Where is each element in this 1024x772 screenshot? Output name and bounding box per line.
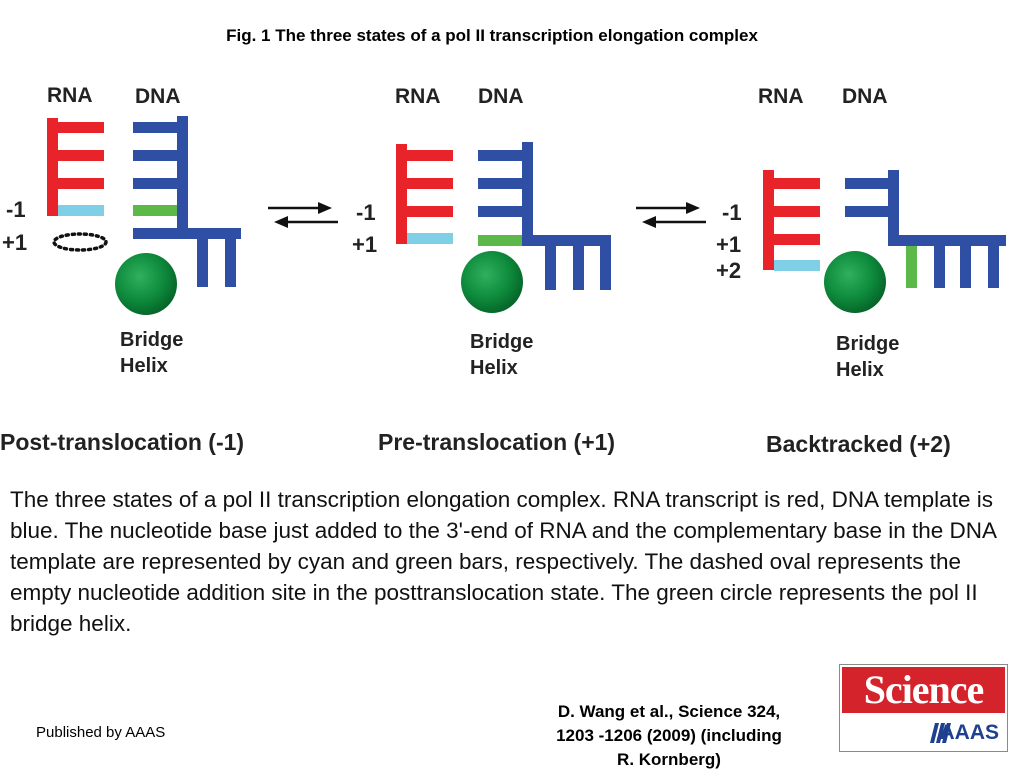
position-label: -1	[722, 200, 742, 225]
dna-strand	[133, 116, 241, 287]
citation-line: R. Kornberg)	[617, 750, 721, 769]
position-label: +1	[352, 232, 377, 257]
science-wordmark: Science	[842, 667, 1005, 713]
citation-line: 1203 -1206 (2009) (including	[556, 726, 782, 745]
figure-caption: The three states of a pol II transcripti…	[10, 487, 996, 636]
state-title-pre: Pre-translocation (+1)	[378, 429, 615, 455]
aaas-wordmark: AAAS	[939, 721, 999, 744]
rna-label: RNA	[395, 85, 441, 108]
dna-strand	[845, 170, 1006, 288]
dna-label: DNA	[842, 85, 888, 108]
state-title-post: Post-translocation (-1)	[0, 429, 244, 455]
position-label: -1	[356, 200, 376, 225]
rna-strand	[47, 118, 104, 216]
position-label: +1	[716, 232, 741, 257]
dna-complementary-nucleotide	[133, 205, 177, 216]
bridge-label: Bridge	[470, 331, 533, 353]
state-title-backtracked: Backtracked (+2)	[766, 431, 951, 457]
bridge-helix-circle	[115, 253, 177, 315]
panel-pre-translocation: RNA DNA -1 +1 Bridge Helix Pre-transloca…	[352, 85, 615, 455]
rna-strand	[396, 144, 453, 244]
science-aaas-logo: Science AAAS	[839, 664, 1008, 752]
citation: D. Wang et al., Science 324, 1203 -1206 …	[500, 700, 838, 772]
bridge-label: Bridge	[120, 329, 183, 351]
bridge-label: Bridge	[836, 333, 899, 355]
helix-label: Helix	[836, 359, 884, 381]
translocation-diagram: RNA DNA -1 +1 Bridge Helix Post-transloc…	[0, 84, 1006, 457]
equilibrium-arrows-icon	[636, 202, 706, 228]
helix-label: Helix	[470, 357, 518, 379]
rna-label: RNA	[47, 84, 93, 107]
position-label: -1	[6, 197, 26, 222]
helix-label: Helix	[120, 355, 168, 377]
rna-added-nucleotide	[774, 260, 820, 271]
publisher-note: Published by AAAS	[36, 724, 166, 741]
bridge-helix-circle	[824, 251, 886, 313]
dna-label: DNA	[135, 85, 181, 108]
dna-strand	[478, 142, 611, 290]
position-label: +2	[716, 258, 741, 283]
rna-added-nucleotide	[407, 233, 453, 244]
citation-line: D. Wang et al., Science 324,	[557, 702, 781, 721]
rna-strand	[763, 170, 820, 270]
dna-label: DNA	[478, 85, 524, 108]
position-label: +1	[2, 230, 27, 255]
panel-backtracked: RNA DNA -1 +1 +2 Bridge Helix Backtracke…	[716, 85, 1006, 457]
aaas-mark-icon	[930, 723, 951, 743]
panel-post-translocation: RNA DNA -1 +1 Bridge Helix Post-transloc…	[0, 84, 244, 455]
dna-complementary-nucleotide	[478, 235, 522, 246]
figure-title: Fig. 1 The three states of a pol II tran…	[226, 26, 758, 45]
bridge-helix-circle	[461, 251, 523, 313]
equilibrium-arrows-icon	[268, 202, 338, 228]
rna-label: RNA	[758, 85, 804, 108]
dna-complementary-nucleotide	[906, 246, 917, 288]
rna-added-nucleotide	[58, 205, 104, 216]
empty-addition-site-oval	[52, 232, 108, 252]
